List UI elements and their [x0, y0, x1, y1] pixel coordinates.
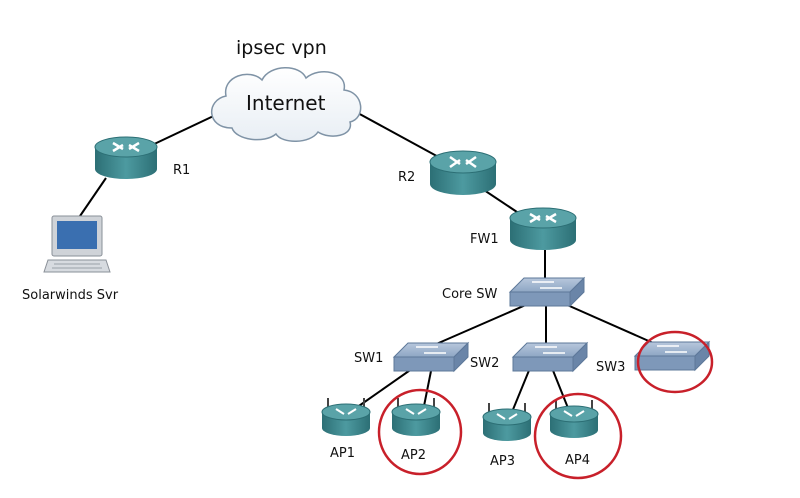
link-sw2-ap4	[551, 367, 569, 409]
link-sw1-ap2	[423, 365, 433, 407]
router-label: R2	[398, 170, 415, 185]
link-coresw-sw3	[564, 303, 661, 347]
switch-icon	[511, 341, 589, 373]
switch-label: SW2	[470, 356, 499, 371]
router-icon	[429, 150, 497, 195]
access-point-icon	[391, 398, 441, 436]
switch-icon	[633, 340, 711, 372]
switch-icon	[392, 341, 470, 373]
access-point-icon	[549, 400, 599, 438]
highlight-circles	[377, 330, 714, 480]
link-internet-r2	[355, 111, 445, 161]
access-point-icon	[321, 398, 371, 436]
link-sw1-ap1	[355, 365, 417, 409]
highlight-sw3	[636, 330, 714, 394]
cloud-label: Internet	[246, 91, 326, 115]
laptop-icon	[43, 215, 111, 273]
highlight-ap4	[533, 392, 623, 480]
access-point-label: AP1	[330, 446, 355, 461]
access-point-label: AP4	[565, 453, 590, 468]
core-switch-label: Core SW	[442, 287, 497, 302]
firewall-router-icon	[509, 207, 577, 250]
switch-icon	[508, 276, 586, 308]
access-point-icon	[482, 403, 532, 441]
switch-label: SW3	[596, 360, 625, 375]
link-coresw-sw1	[433, 303, 529, 346]
link-r1-laptop	[79, 177, 107, 217]
server-label: Solarwinds Svr	[22, 288, 119, 303]
router-icon	[94, 136, 158, 179]
diagram-title: ipsec vpn	[236, 37, 327, 59]
firewall-label: FW1	[470, 232, 499, 247]
link-sw2-ap3	[511, 367, 531, 413]
internet-cloud-icon	[210, 67, 362, 142]
switch-label: SW1	[354, 351, 383, 366]
link-r1-internet	[149, 111, 223, 147]
highlight-ap2	[377, 388, 463, 476]
links	[79, 111, 661, 413]
access-point-label: AP3	[490, 454, 515, 469]
router-label: R1	[173, 163, 190, 178]
access-point-label: AP2	[401, 448, 426, 463]
